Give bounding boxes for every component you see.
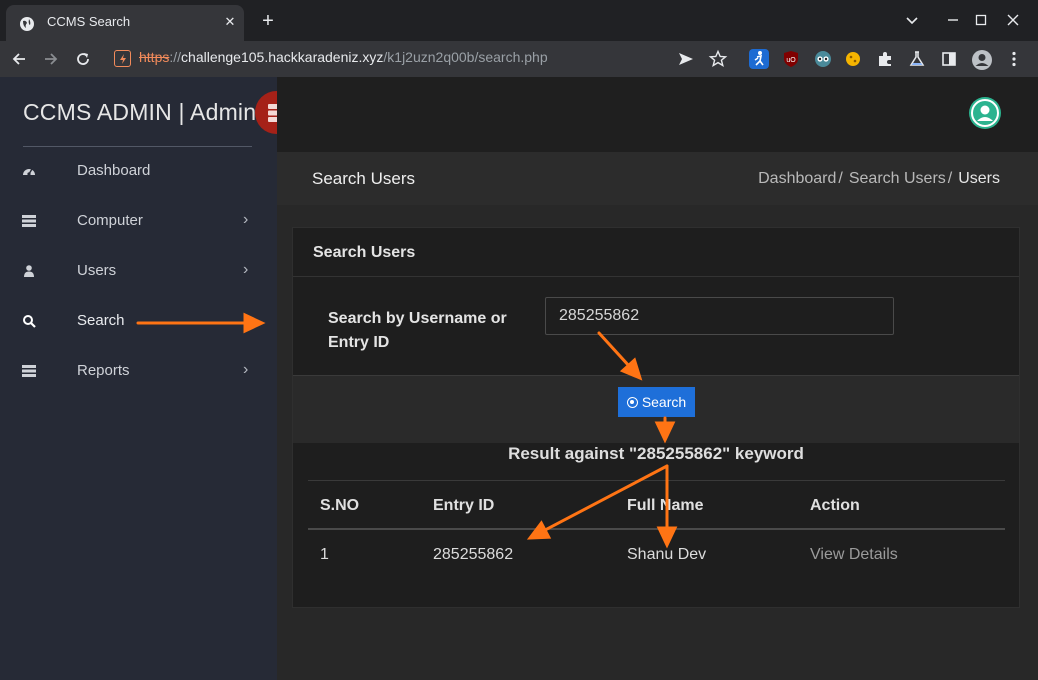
profile-icon[interactable] <box>971 49 992 70</box>
breadcrumb-dashboard[interactable]: Dashboard <box>758 170 837 187</box>
breadcrumb-users: Users <box>958 170 1000 187</box>
list-icon <box>22 215 36 227</box>
browser-toolbar: https://challenge105.hackkaradeniz.xyz/k… <box>0 41 1038 77</box>
sidebar-item-label: Users <box>77 262 117 279</box>
table-header: S.NO Entry ID Full Name Action <box>308 480 1005 530</box>
reload-icon[interactable] <box>73 49 93 69</box>
forward-icon[interactable] <box>41 49 61 69</box>
card-footer: Search <box>293 375 1019 443</box>
brand-title: CCMS ADMIN | Admin <box>23 99 257 125</box>
minimize-icon[interactable] <box>943 10 963 30</box>
sidebar-item-dashboard[interactable]: Dashboard <box>0 152 277 192</box>
sidebar-item-computer[interactable]: Computer › <box>0 202 277 242</box>
chevron-right-icon: › <box>243 211 249 228</box>
send-icon[interactable] <box>676 49 696 69</box>
page-title: Search Users <box>312 169 415 188</box>
sidebar-item-label: Search <box>77 312 125 329</box>
maximize-icon[interactable] <box>971 10 991 30</box>
avatar-icon <box>971 99 999 127</box>
more-icon[interactable] <box>1004 49 1024 69</box>
cookie-extension-icon[interactable] <box>843 49 863 69</box>
sidebar: CCMS ADMIN | Admin Dashboard Computer › <box>0 77 298 680</box>
list-icon <box>22 365 36 377</box>
table-row: 1 285255862 Shanu Dev View Details <box>308 530 1005 580</box>
sidebar-item-label: Computer <box>77 212 143 229</box>
star-icon[interactable] <box>708 49 728 69</box>
spy-extension-icon[interactable] <box>813 49 833 69</box>
search-card: Search Users Search by Username or Entry… <box>292 227 1020 608</box>
breadcrumb: Dashboard/Search Users/Users <box>758 170 1000 188</box>
search-button-label: Search <box>641 394 687 410</box>
insecure-lock-icon[interactable] <box>114 50 131 67</box>
top-navbar <box>277 77 1038 152</box>
search-input[interactable] <box>545 297 894 335</box>
sidebar-item-search[interactable]: Search <box>0 302 277 342</box>
puzzle-icon[interactable] <box>875 49 895 69</box>
sidebar-item-label: Dashboard <box>77 162 151 179</box>
result-caption: Result against "285255862" keyword <box>508 444 804 463</box>
column-header-full-name: Full Name <box>627 497 704 514</box>
url-scheme: https <box>139 49 170 65</box>
cell-sno: 1 <box>320 546 329 563</box>
search-label: Search by Username or Entry ID <box>328 310 507 351</box>
url-separator: :// <box>169 49 182 65</box>
extension-runner-icon[interactable] <box>749 49 769 69</box>
ublock-icon[interactable]: uO <box>781 49 801 69</box>
labs-flask-icon[interactable] <box>907 49 927 69</box>
url-host: challenge105.hackkaradeniz.xyz <box>181 49 384 65</box>
card-header: Search Users <box>293 228 1019 277</box>
sidebar-item-label: Reports <box>77 362 130 379</box>
cell-entry-id: 285255862 <box>433 546 514 563</box>
globe-icon <box>20 17 34 31</box>
sidepanel-icon[interactable] <box>939 49 959 69</box>
search-button[interactable]: Search <box>618 387 695 417</box>
dashboard-icon <box>23 168 35 176</box>
view-details-link[interactable]: View Details <box>810 546 898 563</box>
close-icon[interactable]: ✕ <box>224 14 236 29</box>
back-icon[interactable] <box>9 49 29 69</box>
brand-divider <box>23 146 252 147</box>
card-title: Search Users <box>313 244 416 261</box>
chevron-right-icon: › <box>243 361 249 378</box>
breadcrumb-search-users[interactable]: Search Users <box>848 170 946 187</box>
cell-full-name: Shanu Dev <box>627 546 707 563</box>
column-header-sno: S.NO <box>320 497 360 514</box>
url-path: /k1j2uzn2q00b/search.php <box>383 49 548 65</box>
new-tab-button[interactable]: + <box>262 10 274 32</box>
browser-tab-strip: CCMS Search ✕ + <box>0 0 1038 41</box>
user-icon <box>24 265 34 277</box>
search-icon <box>23 315 36 328</box>
chevron-down-icon[interactable] <box>902 10 922 30</box>
column-header-action: Action <box>810 497 860 514</box>
breadcrumb-separator: / <box>838 170 843 187</box>
page-header: Search Users Dashboard/Search Users/User… <box>277 152 1038 205</box>
sidebar-item-reports[interactable]: Reports › <box>0 352 277 392</box>
breadcrumb-separator: / <box>947 170 953 187</box>
svg-text:uO: uO <box>786 57 796 64</box>
chevron-right-icon: › <box>243 261 249 278</box>
browser-tab[interactable]: CCMS Search ✕ <box>6 5 244 41</box>
circle-dot-icon <box>626 397 638 408</box>
tab-title: CCMS Search <box>47 14 131 29</box>
user-avatar-button[interactable] <box>969 97 1001 129</box>
column-header-entry-id: Entry ID <box>433 497 495 514</box>
window-close-icon[interactable] <box>1003 10 1023 30</box>
sidebar-item-users[interactable]: Users › <box>0 252 277 292</box>
address-bar[interactable]: https://challenge105.hackkaradeniz.xyz/k… <box>139 49 548 65</box>
